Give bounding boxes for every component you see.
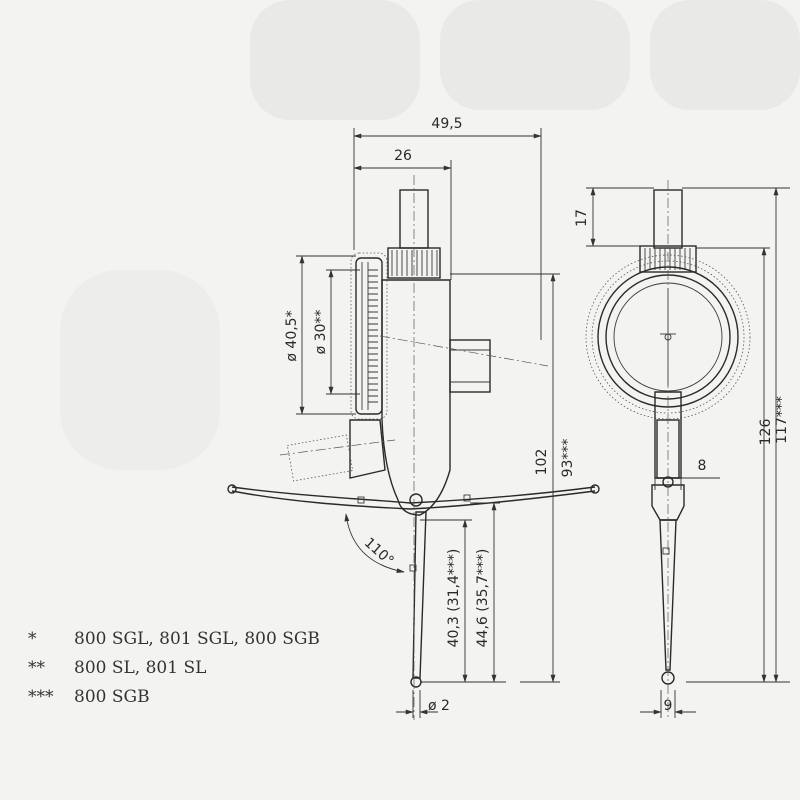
- side-view: [227, 175, 600, 720]
- lever-arm: [231, 486, 596, 504]
- dim-dial-diameter-2: ø 30**: [313, 310, 329, 355]
- dim-angle: 110°: [361, 535, 397, 569]
- dim-overall-width: 49,5: [431, 116, 462, 132]
- legend-mark: **: [28, 657, 45, 678]
- dim-probe-height-2: 44,6 (35,7***): [475, 549, 491, 648]
- legend-mark: ***: [28, 686, 54, 707]
- side-clamp: [349, 419, 386, 479]
- dim-total-height-3: 126: [758, 419, 774, 446]
- side-dimensions: [296, 128, 560, 718]
- dim-tip-width: 9: [664, 698, 673, 714]
- legend-mark: *: [28, 628, 37, 649]
- legend-text: 800 SGL, 801 SGL, 800 SGB: [74, 628, 320, 649]
- front-view: [585, 180, 751, 720]
- side-body: [381, 279, 451, 516]
- legend-item: ** 800 SL, 801 SL: [28, 653, 320, 682]
- dim-total-height-1: 102: [534, 449, 550, 476]
- background-ghosts: [60, 0, 800, 470]
- dim-total-height-2: 93***: [560, 439, 576, 478]
- legend-item: *** 800 SGB: [28, 682, 320, 711]
- front-probe: [659, 519, 677, 671]
- pivot: [409, 493, 423, 507]
- legend-text: 800 SGB: [74, 686, 150, 707]
- dim-ball-diameter: ø 2: [428, 698, 450, 714]
- side-dial-knurl: [368, 269, 378, 403]
- dim-stem-length: 17: [574, 209, 590, 227]
- side-dial-bezel: [355, 257, 383, 415]
- dimension-labels: 49,5 26 ø 40,5* ø 30** 110° 40,3 (31,4**…: [284, 116, 790, 714]
- dim-dial-diameter-1: ø 40,5*: [284, 310, 300, 361]
- legend: * 800 SGL, 801 SGL, 800 SGB ** 800 SL, 8…: [28, 624, 320, 711]
- dim-total-height-4: 117***: [774, 396, 790, 444]
- side-boss: [449, 339, 491, 393]
- dim-probe-height-1: 40,3 (31,4***): [446, 549, 462, 648]
- dim-body-width: 26: [394, 148, 412, 164]
- legend-item: * 800 SGL, 801 SGL, 800 SGB: [28, 624, 320, 653]
- front-dimensions: [586, 187, 790, 718]
- legend-text: 800 SL, 801 SL: [74, 657, 207, 678]
- probe: [412, 511, 427, 679]
- dim-probe-width: 8: [698, 458, 707, 474]
